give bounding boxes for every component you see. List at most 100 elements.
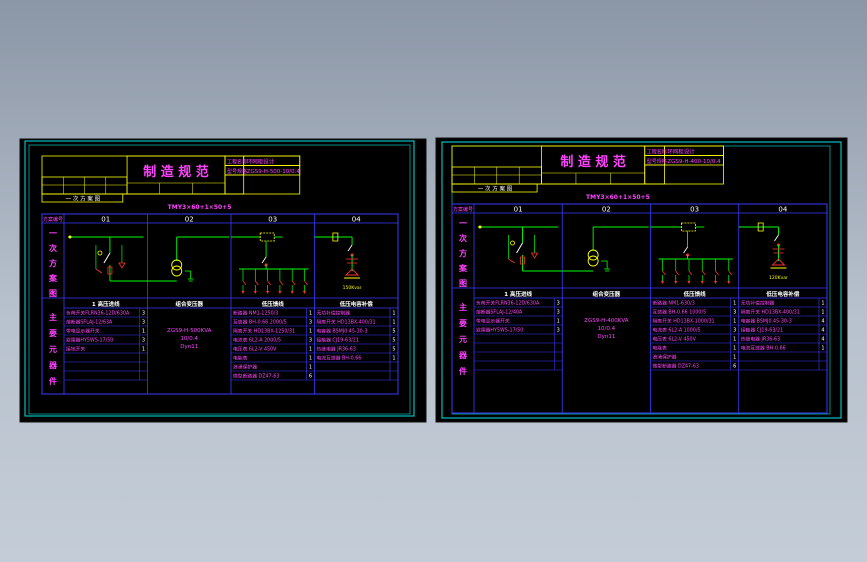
component-qty: 3 — [309, 320, 312, 326]
component-name: 电能表 — [233, 355, 248, 362]
side-label-char: 次 — [49, 243, 57, 253]
info-label: 型号规格 — [647, 158, 667, 165]
component-name: 熔断器SFLAJ-12/40A — [476, 309, 523, 316]
side-label-char: 案 — [48, 273, 58, 283]
component-qty: 3 — [557, 301, 560, 307]
wire — [516, 242, 523, 254]
transformer-winding — [587, 255, 599, 267]
feeder-end — [266, 291, 270, 294]
outer-border — [441, 141, 842, 419]
component-qty: 1 — [821, 301, 824, 307]
indicator-symbol — [510, 240, 515, 246]
wire — [254, 280, 259, 286]
component-name: 带电显示器开关 — [66, 328, 100, 335]
component-name: 微型断路器 DZ47-63 — [233, 373, 279, 380]
column-number: 04 — [352, 216, 361, 224]
component-qty: 3 — [557, 328, 560, 334]
wire — [728, 270, 733, 276]
component-name: 断路器 NM1-1250/3 — [233, 310, 278, 317]
component-name: 热继电器 JR36-63 — [317, 346, 356, 353]
component-name: 无功补偿控制器 — [317, 310, 351, 317]
transformer-spec: ZGS9-H-500KVA — [167, 328, 212, 334]
column-number: 04 — [778, 206, 787, 214]
info-value: ZGS9-H-500-10/0.4 — [247, 169, 301, 175]
component-name: 浪涌保护器 — [233, 364, 257, 371]
component-qty: 4 — [821, 319, 824, 325]
feeder-end — [687, 281, 691, 284]
fuse-symbol — [520, 256, 525, 265]
indicator-symbol — [97, 250, 103, 256]
page-title: 制 造 规 范 — [143, 164, 209, 180]
component-qty: 5 — [392, 338, 395, 344]
component-qty: 3 — [142, 311, 145, 317]
component-qty: 5 — [392, 329, 395, 335]
component-name: 接地开关 — [66, 346, 85, 353]
drawing-label-strip — [451, 183, 538, 193]
side-label-char: 案 — [458, 263, 468, 273]
bus-terminal — [478, 225, 482, 229]
info-value: ZGS9-H-400-10/0.4 — [667, 159, 721, 165]
wire — [103, 252, 111, 264]
component-qty: 1 — [142, 329, 145, 335]
feeder-end — [700, 281, 704, 284]
capacitor-rating: 150Kvar — [343, 285, 362, 291]
component-name: 微型断路器 DZ47-63 — [653, 363, 699, 370]
drawing-label: 一 次 方 案 图 — [66, 195, 101, 203]
component-name: 带电显示器开关 — [476, 318, 510, 325]
component-name: 隔离开关 HD13BX-400/31 — [317, 319, 376, 326]
transformer-winding — [587, 249, 599, 261]
single-line-diagram: 150Kvar — [68, 232, 362, 294]
component-qty: 1 — [733, 355, 736, 361]
transformer-spec: 10/0.4 — [598, 326, 616, 332]
column-title: 低压电容补偿 — [765, 290, 800, 298]
component-qty: 1 — [142, 347, 145, 353]
controller-box — [332, 232, 339, 242]
column-title: 1 高压进线 — [92, 300, 120, 308]
corner-label: 方案编号 — [453, 206, 473, 213]
side-label-char: 件 — [49, 376, 57, 386]
component-name: 电流表 6L2-A 2000/5 — [233, 337, 281, 344]
component-qty: 1 — [733, 337, 736, 343]
component-qty: 3 — [142, 320, 145, 326]
column-number: 01 — [101, 216, 110, 224]
component-qty: 1 — [392, 311, 395, 317]
outer-border — [24, 140, 415, 417]
wire — [291, 280, 296, 286]
info-label: 工程名称 — [647, 149, 667, 156]
component-name: 隔离开关 HD13BX-1250/31 — [233, 328, 295, 335]
capacitor-symbol — [771, 258, 786, 266]
component-name: 电流表 6L2-A 1000/5 — [653, 327, 701, 334]
transformer-spec: Dyn11 — [180, 344, 198, 350]
component-qty: 1 — [733, 319, 736, 325]
component-qty: 1 — [309, 347, 312, 353]
component-qty: 1 — [309, 329, 312, 335]
component-qty: 6 — [733, 364, 736, 370]
component-qty: 3 — [142, 338, 145, 344]
component-name: 互感器 BH-0.66 1000/5 — [653, 309, 707, 316]
transformer-spec: ZGS9-H-400KVA — [584, 318, 629, 324]
wire — [242, 280, 247, 286]
wire — [279, 280, 284, 286]
component-name: 负荷开关FLRN36-12D/630A — [476, 300, 540, 307]
side-label-char: 要 — [49, 329, 57, 338]
model-code: TMY3×60+1×50+5 — [168, 204, 232, 211]
side-label-char: 元 — [49, 345, 57, 354]
controller-box — [757, 222, 764, 232]
column-title: 1 高压进线 — [504, 290, 532, 298]
page-title: 制 造 规 范 — [560, 154, 626, 170]
sheet-background — [19, 138, 427, 423]
capacitor-symbol — [344, 268, 360, 276]
wire — [261, 256, 267, 264]
wire — [304, 280, 308, 286]
component-name: 无功补偿控制器 — [741, 300, 775, 307]
model-code: TMY3×60+1×50+5 — [586, 194, 650, 201]
component-qty: 3 — [557, 310, 560, 316]
fuse-symbol — [107, 266, 113, 275]
wire — [662, 270, 666, 276]
side-label-char: 图 — [49, 289, 57, 298]
feeder-end — [278, 291, 282, 294]
arrester-symbol — [118, 262, 126, 269]
